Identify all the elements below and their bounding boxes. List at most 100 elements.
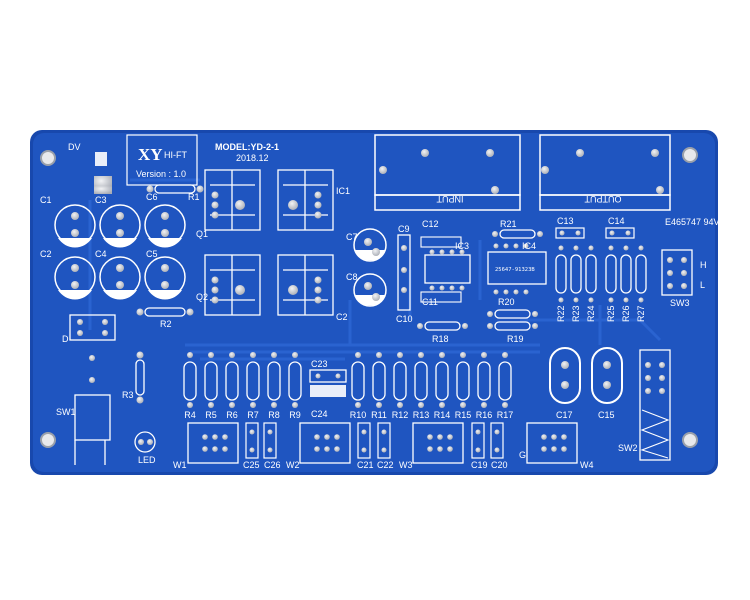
label-r21: R21 (500, 219, 517, 229)
resistor-r13: R13 (413, 352, 430, 420)
label-c14: C14 (608, 216, 625, 226)
label-l: L (700, 280, 705, 290)
output-jack: OUTPUT (539, 134, 671, 211)
label-r27: R27 (636, 305, 646, 322)
cap-c3 (99, 204, 141, 248)
label-w3: W3 (399, 460, 413, 470)
label-c21: C21 (357, 460, 374, 470)
resistor-r6: R6 (225, 352, 239, 420)
cap-c23-c24 (309, 369, 347, 397)
resistor-r20 (487, 309, 538, 319)
resistor-r14: R14 (434, 352, 450, 420)
cap-c13-c14 (555, 227, 635, 239)
label-r8: R8 (268, 410, 280, 420)
cap-c17 (549, 347, 581, 404)
resistor-r2 (136, 307, 194, 317)
label-r11: R11 (371, 410, 387, 420)
resistor-r17: R17 (497, 352, 513, 420)
pot-w4 (526, 422, 578, 464)
resistor-bank-right-pads (558, 245, 644, 303)
label-c19: C19 (471, 460, 488, 470)
label-c1: C1 (40, 195, 52, 205)
small-cap-pads (249, 429, 500, 453)
resistor-r18 (417, 321, 468, 331)
label-ic3: IC3 (455, 241, 469, 251)
label-r9: R9 (289, 410, 301, 420)
brand-name: HI-FT (164, 150, 187, 160)
label-h: H (700, 260, 707, 270)
label-c24: C24 (311, 409, 328, 419)
transistor-pads (211, 191, 322, 304)
label-ic1: IC1 (336, 186, 350, 196)
switch-sw3 (661, 249, 693, 296)
resistor-r12: R12 (392, 352, 409, 420)
resistor-r16: R16 (476, 352, 493, 420)
label-r25: R25 (606, 305, 616, 322)
cap-c2 (54, 256, 96, 300)
switch-sw1 (74, 355, 111, 465)
label-r16: R16 (476, 410, 493, 420)
label-c4: C4 (95, 249, 107, 259)
label-c22: C22 (377, 460, 394, 470)
cap-c15 (591, 347, 623, 404)
label-r5: R5 (205, 410, 217, 420)
label-c5: C5 (146, 249, 158, 259)
mount-hole-bl (40, 432, 56, 448)
label-r18: R18 (432, 334, 449, 344)
chip-ic3 (420, 236, 471, 303)
resistor-r5: R5 (204, 352, 218, 420)
label-r15: R15 (455, 410, 472, 420)
label-r1: R1 (188, 192, 200, 202)
cap-c9-c10 (397, 234, 411, 311)
label-r23: R23 (571, 305, 581, 322)
label-c15: C15 (598, 410, 615, 420)
label-r22: R22 (556, 305, 566, 322)
resistor-bank-right (555, 254, 647, 294)
label-q1: Q1 (196, 229, 208, 239)
label-r12: R12 (392, 410, 409, 420)
label-sw1: SW1 (56, 407, 76, 417)
resistor-r7: R7 (246, 352, 260, 420)
label-r3: R3 (122, 390, 134, 400)
label-c10: C10 (396, 314, 413, 324)
power-connector: DV (68, 142, 112, 194)
label-q2: Q2 (196, 292, 208, 302)
cap-c5 (144, 256, 186, 300)
label-r13: R13 (413, 410, 430, 420)
pot-pads (202, 434, 567, 452)
resistor-r15: R15 (455, 352, 472, 420)
resistor-r10: R10 (350, 352, 366, 420)
resistor-r19 (487, 321, 538, 331)
electrolytic-caps (54, 204, 387, 307)
input-jack: INPUT (374, 134, 521, 211)
label-g: G (519, 450, 526, 460)
chip-ic3-pads (429, 249, 465, 291)
label-c25: C25 (243, 460, 260, 470)
label-r7: R7 (247, 410, 259, 420)
cap-labels: C1 C3 C6 C2 C4 C5 C7 C8 (40, 192, 358, 282)
label-r2: R2 (160, 319, 172, 329)
resistor-r21 (492, 229, 543, 239)
label-c2: C2 (40, 249, 52, 259)
input-label: INPUT (436, 194, 464, 204)
cap-c1 (54, 204, 96, 248)
model-label: MODEL:YD-2-1 (215, 142, 279, 152)
small-cap-pairs (245, 422, 504, 459)
label-c11: C11 (422, 297, 438, 307)
cap-c6 (144, 204, 186, 248)
date-label: 2018.12 (236, 153, 269, 163)
label-r20: R20 (498, 297, 515, 307)
pot-w1 (187, 422, 239, 464)
resistor-r1 (146, 184, 204, 194)
resistor-r9: R9 (288, 352, 302, 420)
label-ic4: IC4 (522, 241, 536, 251)
switch-sw2 (639, 349, 671, 461)
label-c9: C9 (398, 224, 410, 234)
label-c20: C20 (491, 460, 508, 470)
mount-hole-tl (40, 150, 56, 166)
label-r19: R19 (507, 334, 524, 344)
label-c13: C13 (557, 216, 574, 226)
mount-hole-tr (682, 147, 698, 163)
